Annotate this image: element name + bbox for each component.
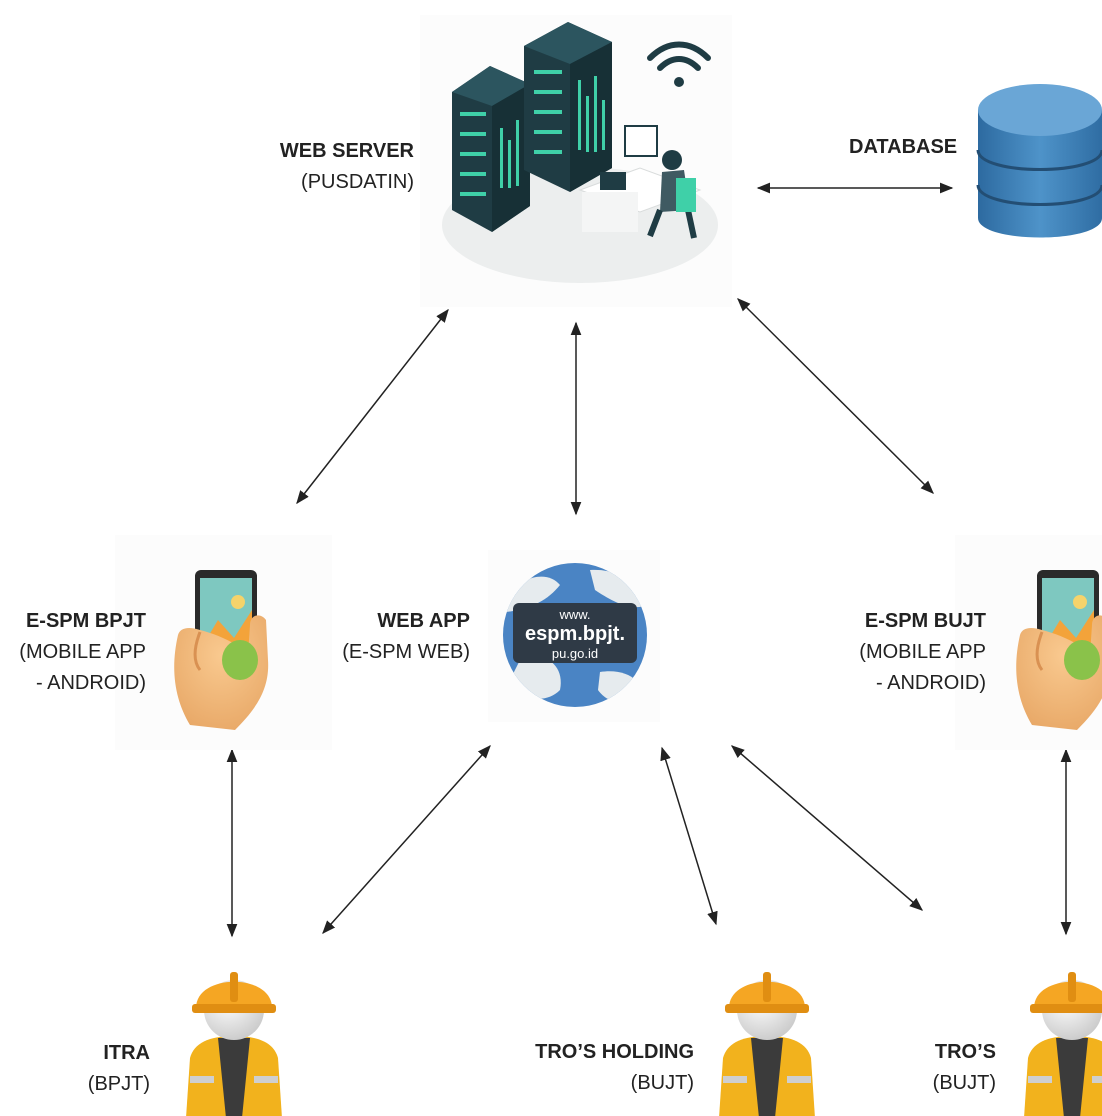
worker-icon <box>1024 972 1102 1116</box>
espm-bpjt-line2: - ANDROID) <box>36 672 146 694</box>
arrow-webapp-tros <box>730 745 924 911</box>
server-rack-icon <box>452 66 530 232</box>
tros-holding-title: TRO’S HOLDING <box>535 1041 694 1063</box>
web-app-title: WEB APP <box>377 610 470 632</box>
connection-arrows <box>226 182 1072 938</box>
tros-subtitle: (BUJT) <box>932 1072 996 1094</box>
espm-bpjt-line1: (MOBILE APP <box>19 641 146 663</box>
globe-badge-line3: pu.go.id <box>551 646 599 661</box>
desk-person <box>578 125 702 239</box>
tros-title: TRO’S <box>934 1041 996 1063</box>
web-app-illustration <box>488 550 660 722</box>
web-server-illustration <box>420 15 732 307</box>
itra-title: ITRA <box>103 1042 150 1064</box>
itra-subtitle: (BPJT) <box>87 1073 150 1095</box>
database-icon <box>976 84 1102 238</box>
espm-bujt-line2: - ANDROID) <box>876 672 986 694</box>
database-title: DATABASE <box>849 136 958 158</box>
globe-badge-line2: espm.bpjt. <box>524 623 625 645</box>
wifi-icon <box>647 41 711 87</box>
url-badge <box>513 603 637 663</box>
arrow-webserver-espm-bujt <box>737 298 934 494</box>
itra-label: ITRA (BPJT) <box>88 1038 150 1100</box>
database-label: DATABASE <box>849 132 957 163</box>
web-server-title: WEB SERVER <box>279 140 414 162</box>
server-rack-icon <box>524 22 612 192</box>
espm-bujt-line1: (MOBILE APP <box>859 641 986 663</box>
espm-bujt-label: E-SPM BUJT (MOBILE APP - ANDROID) <box>859 606 986 699</box>
espm-bujt-title: E-SPM BUJT <box>864 610 986 632</box>
globe-badge-line1: www. <box>559 607 591 622</box>
arrow-webapp-itra <box>322 744 491 935</box>
arrow-webserver-espm-bpjt <box>296 308 449 505</box>
worker-icon <box>186 972 282 1116</box>
globe-badge-text: www. espm.bpjt. pu.go.id <box>513 606 637 662</box>
tros-holding-label: TRO’S HOLDING (BUJT) <box>535 1037 694 1099</box>
web-app-label: WEB APP (E-SPM WEB) <box>342 606 470 668</box>
espm-bpjt-title: E-SPM BPJT <box>25 610 146 632</box>
espm-bpjt-illustration <box>115 535 332 750</box>
tros-label: TRO’S (BUJT) <box>933 1037 996 1099</box>
arrow-webapp-tros-holding <box>660 746 718 926</box>
web-app-subtitle: (E-SPM WEB) <box>342 641 470 663</box>
web-server-subtitle: (PUSDATIN) <box>301 171 414 193</box>
espm-bpjt-label: E-SPM BPJT (MOBILE APP - ANDROID) <box>19 606 146 699</box>
espm-bujt-illustration <box>955 535 1102 750</box>
worker-icon <box>719 972 815 1116</box>
tros-holding-subtitle: (BUJT) <box>630 1072 694 1094</box>
web-server-label: WEB SERVER (PUSDATIN) <box>280 136 414 198</box>
